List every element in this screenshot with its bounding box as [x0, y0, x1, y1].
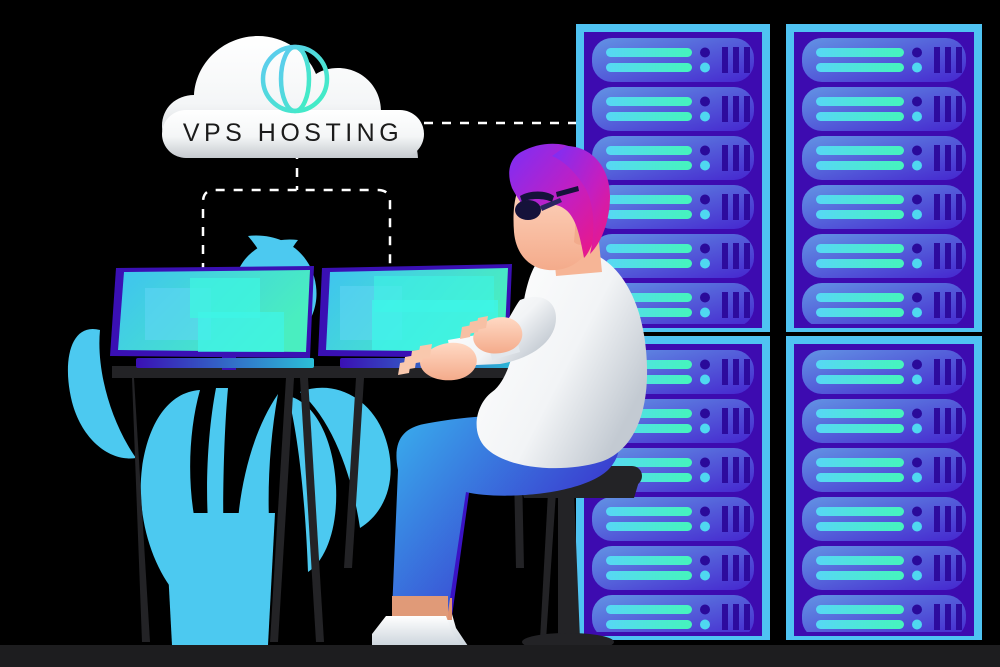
server-unit [802, 448, 966, 492]
server-unit [592, 38, 754, 82]
monitor-left[interactable] [110, 266, 314, 370]
server-rack-right [786, 24, 982, 640]
cloud-badge-label: VPS HOSTING [183, 119, 403, 147]
office-plant [67, 235, 391, 645]
globe-icon [260, 44, 330, 114]
server-unit [802, 350, 966, 394]
person-hand-lower [420, 342, 477, 381]
server-unit [592, 595, 754, 632]
person [372, 143, 648, 648]
person-hair-back [552, 146, 610, 254]
stool-post-back [540, 492, 556, 640]
ground-shadow [0, 645, 1000, 667]
server-unit [592, 234, 754, 278]
person-ankle-front [392, 596, 448, 620]
server-unit [802, 136, 966, 180]
stool-post [558, 492, 580, 640]
server-unit [802, 234, 966, 278]
server-unit [802, 399, 966, 443]
server-unit [802, 87, 966, 131]
screen-window [190, 278, 260, 318]
finger [398, 361, 411, 375]
rack-right-lower-units [802, 350, 966, 632]
desk [112, 366, 530, 642]
desk-leg [132, 378, 150, 642]
server-unit [802, 283, 966, 324]
finger [460, 325, 472, 339]
server-unit [802, 595, 966, 632]
cloud-base [162, 110, 424, 158]
plant-pot [165, 513, 275, 645]
cloud-badge[interactable]: VPS HOSTING [162, 36, 424, 159]
server-unit [592, 546, 754, 590]
server-unit [592, 185, 754, 229]
server-unit [592, 497, 754, 541]
monitor-left-hotspot[interactable] [110, 264, 316, 360]
server-rack-right-hotspot[interactable] [786, 24, 982, 640]
desk-leg [300, 378, 324, 642]
person-shirt [476, 247, 648, 469]
server-unit [592, 87, 754, 131]
monitor-right-hotspot[interactable] [318, 262, 514, 360]
server-unit [802, 185, 966, 229]
server-unit [802, 546, 966, 590]
server-unit [802, 497, 966, 541]
finger [476, 316, 488, 330]
rack-right-upper-units [802, 38, 966, 324]
connector-workstation-bracket [201, 188, 392, 272]
plant-leaf [67, 328, 136, 459]
cloud-badge-hotspot[interactable] [162, 36, 424, 160]
plant-leaf [300, 387, 391, 528]
desk-leg [270, 378, 294, 642]
desk-leg [344, 378, 364, 568]
glasses-icon [515, 186, 579, 220]
person-shoe-front [372, 616, 464, 648]
screen-window [198, 312, 284, 352]
server-unit [802, 38, 966, 82]
rack-left-lower-units [592, 350, 754, 632]
server-rack-left-hotspot[interactable] [576, 24, 770, 640]
keyboard-left [136, 358, 314, 368]
server-unit [592, 136, 754, 180]
